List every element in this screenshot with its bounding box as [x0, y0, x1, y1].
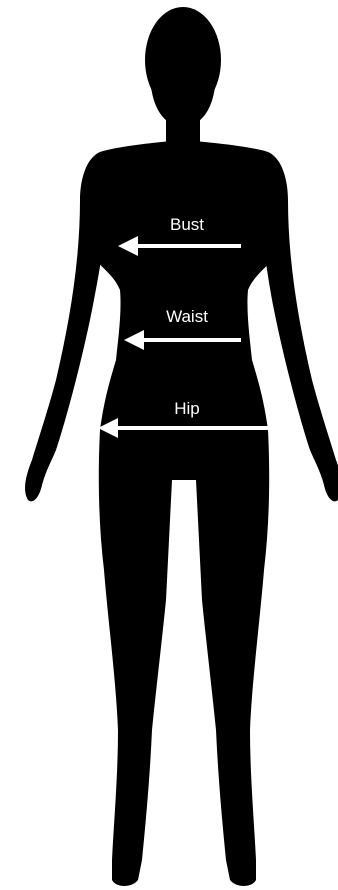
silhouette-right-arm [258, 152, 338, 501]
silhouette-body [84, 140, 284, 886]
body-silhouette [25, 7, 338, 886]
silhouette-left-arm [25, 152, 110, 501]
bust-label: Bust [170, 215, 204, 234]
hip-label: Hip [174, 399, 200, 418]
waist-label: Waist [166, 307, 208, 326]
